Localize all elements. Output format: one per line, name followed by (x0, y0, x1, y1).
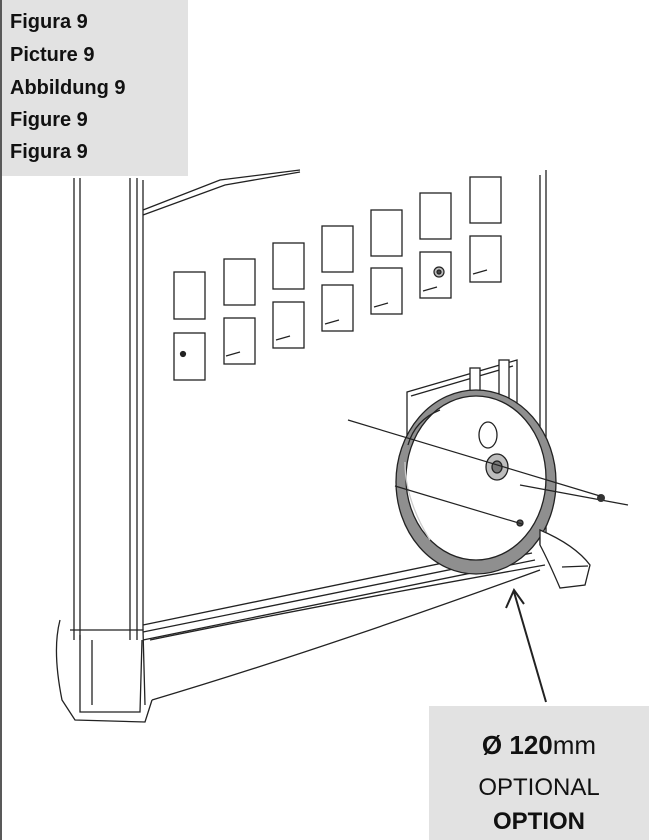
screw-axis-line (394, 485, 523, 525)
diameter-spec: Ø 120mm (429, 730, 649, 761)
collar-spec-label: Ø 120mm OPTIONAL OPTION (429, 706, 649, 840)
air-intake-collar (395, 389, 557, 575)
spec-arrow (505, 587, 547, 703)
diameter-unit: mm (552, 730, 597, 760)
figure-caption: Figura 9 Picture 9 Abbildung 9 Figure 9 … (2, 0, 188, 176)
caption-line-de: Abbildung 9 (10, 77, 126, 99)
diameter-value: 120 (509, 730, 553, 760)
stove-left-leg (73, 178, 144, 640)
vent-grid-top-row (173, 176, 502, 320)
stove-right-leg (539, 529, 591, 589)
stove-base (55, 564, 546, 723)
caption-line-it: Figura 9 (10, 11, 88, 33)
assembly-axis-line (347, 419, 601, 497)
caption-line-es: Figura 9 (10, 141, 88, 163)
option-label: OPTION (492, 808, 585, 835)
vent-grid-bottom-row (173, 235, 502, 381)
caption-line-fr: Figure 9 (10, 109, 88, 131)
vent-grid-details (179, 266, 488, 358)
diameter-symbol: Ø (481, 730, 503, 760)
optional-label: OPTIONAL (478, 774, 600, 801)
caption-line-en: Picture 9 (10, 44, 95, 66)
